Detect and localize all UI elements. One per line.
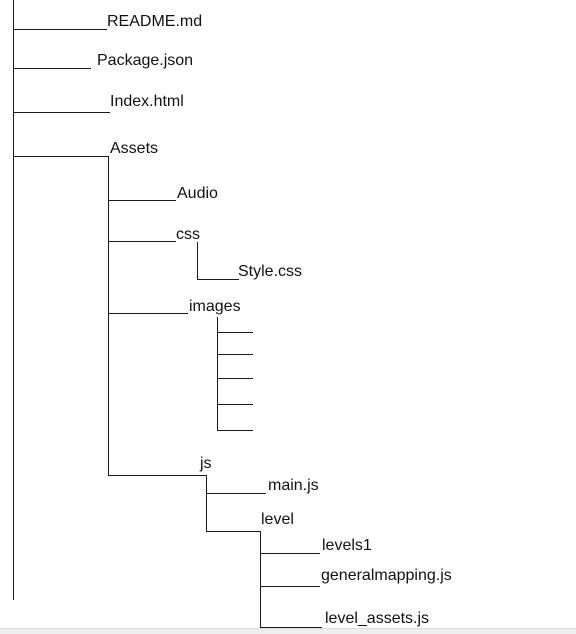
connector-assets [13,156,108,157]
connector-level [206,531,260,532]
image-stub-1 [217,332,253,333]
node-audio: Audio [177,185,218,202]
bottom-edge-strip [0,628,576,634]
node-index: Index.html [110,93,184,110]
level-trunk-line [260,531,261,631]
node-css: css [176,226,200,243]
connector-css [108,241,176,242]
node-level: level [261,511,294,528]
node-levels1: levels1 [322,537,372,554]
connector-audio [108,200,176,201]
node-style: Style.css [238,263,303,280]
css-trunk-line [197,242,198,279]
connector-package [13,68,91,69]
node-generalmapping: generalmapping.js [321,567,452,584]
node-readme: README.md [107,13,203,30]
node-level-assets: level_assets.js [325,610,430,627]
connector-js [108,475,206,476]
root-trunk-line [13,0,14,600]
connector-generalmapping [260,586,320,587]
connector-index [13,112,110,113]
node-package: Package.json [97,52,194,69]
image-stub-4 [217,404,253,405]
image-stub-2 [217,354,253,355]
node-main-js: main.js [268,477,319,494]
connector-style [197,279,239,280]
assets-trunk-line [108,156,109,475]
connector-level-assets [260,627,322,628]
js-trunk-line [206,475,207,531]
connector-main-js [206,493,266,494]
node-images: images [189,298,241,315]
connector-images [108,313,188,314]
image-stub-5 [217,430,253,431]
image-stub-3 [217,378,253,379]
connector-levels1 [260,553,320,554]
connector-readme [13,29,107,30]
node-assets: Assets [110,140,159,157]
images-trunk-line [217,317,218,430]
node-js: js [200,455,212,472]
